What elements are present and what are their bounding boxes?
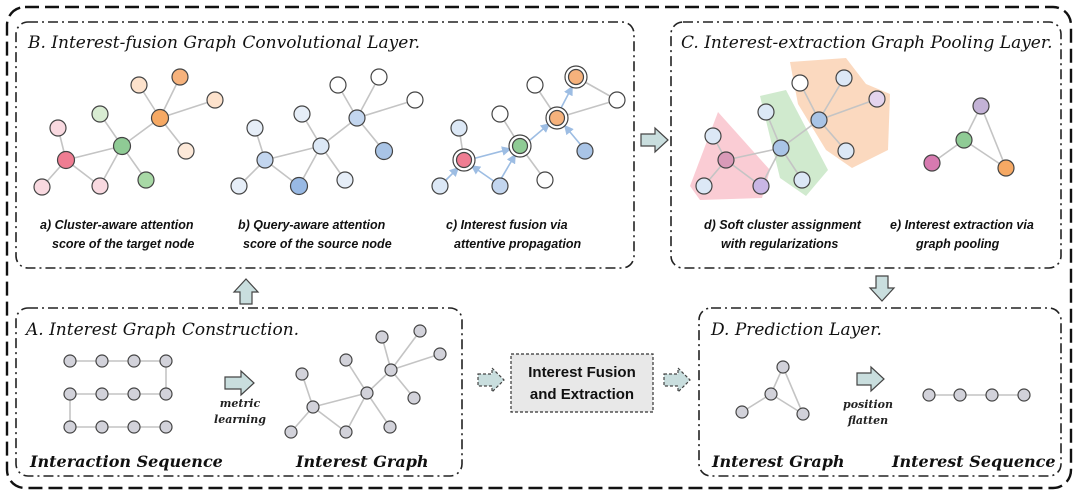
caption-d-line1: d) Soft cluster assignment <box>704 218 862 232</box>
caption-d-line2: with regularizations <box>721 237 838 251</box>
panel-c-frame <box>670 21 1062 269</box>
metric-label-2: learning <box>214 413 266 426</box>
arrow-center-to-d-icon <box>663 366 691 394</box>
panel-b-title: B. Interest-fusion Graph Convolutional L… <box>27 33 420 53</box>
graph-query-attention <box>230 68 424 196</box>
graph-soft-cluster <box>690 58 890 200</box>
caption-c-line2: attentive propagation <box>454 237 581 251</box>
caption-c-line1: c) Interest fusion via <box>446 218 568 232</box>
graph-pooled <box>923 97 1015 177</box>
caption-a-line1: a) Cluster-aware attention <box>40 218 194 232</box>
arrow-a-to-b-icon <box>232 278 260 305</box>
arrow-a-to-center-icon <box>477 366 505 394</box>
outer-frame <box>5 5 1073 490</box>
interest-sequence-label: Interest Sequence <box>891 452 1056 471</box>
interest-graph-label-d: Interest Graph <box>711 452 845 471</box>
caption-e-line1: e) Interest extraction via <box>890 218 1034 232</box>
arrow-c-to-d-icon <box>868 275 896 302</box>
panel-c-title: C. Interest-extraction Graph Pooling Lay… <box>681 33 1053 53</box>
center-box <box>510 353 654 413</box>
graph-interest-fusion <box>431 65 626 195</box>
caption-a-line2: score of the target node <box>52 237 194 251</box>
panel-d-frame <box>698 307 1062 477</box>
position-label-1: position <box>843 398 893 411</box>
center-label-1: Interest Fusion <box>528 364 636 381</box>
position-label-2: flatten <box>847 414 888 427</box>
caption-b-line2: score of the source node <box>243 237 392 251</box>
panel-a-frame <box>15 307 463 477</box>
arrow-position-flatten-icon <box>856 365 885 393</box>
interest-sequence-graphic <box>922 388 1031 402</box>
caption-e-line2: graph pooling <box>915 237 1000 251</box>
interaction-sequence-graphic <box>63 354 173 434</box>
panel-b-frame <box>15 21 635 269</box>
interest-graph-a-graphic <box>284 324 447 439</box>
panel-d-title: D. Prediction Layer. <box>710 320 882 340</box>
arrow-b-to-c-icon <box>640 126 669 154</box>
arrow-metric-learning-icon <box>224 369 255 397</box>
center-label-2: and Extraction <box>530 386 634 403</box>
metric-label-1: metric <box>220 397 261 410</box>
caption-b-line1: b) Query-aware attention <box>238 218 386 232</box>
interest-graph-label-a: Interest Graph <box>295 452 429 471</box>
interest-graph-d-graphic <box>735 360 810 421</box>
panel-a-title: A. Interest Graph Construction. <box>24 320 299 340</box>
graph-cluster-attention <box>33 68 224 196</box>
interaction-sequence-label: Interaction Sequence <box>29 452 223 471</box>
